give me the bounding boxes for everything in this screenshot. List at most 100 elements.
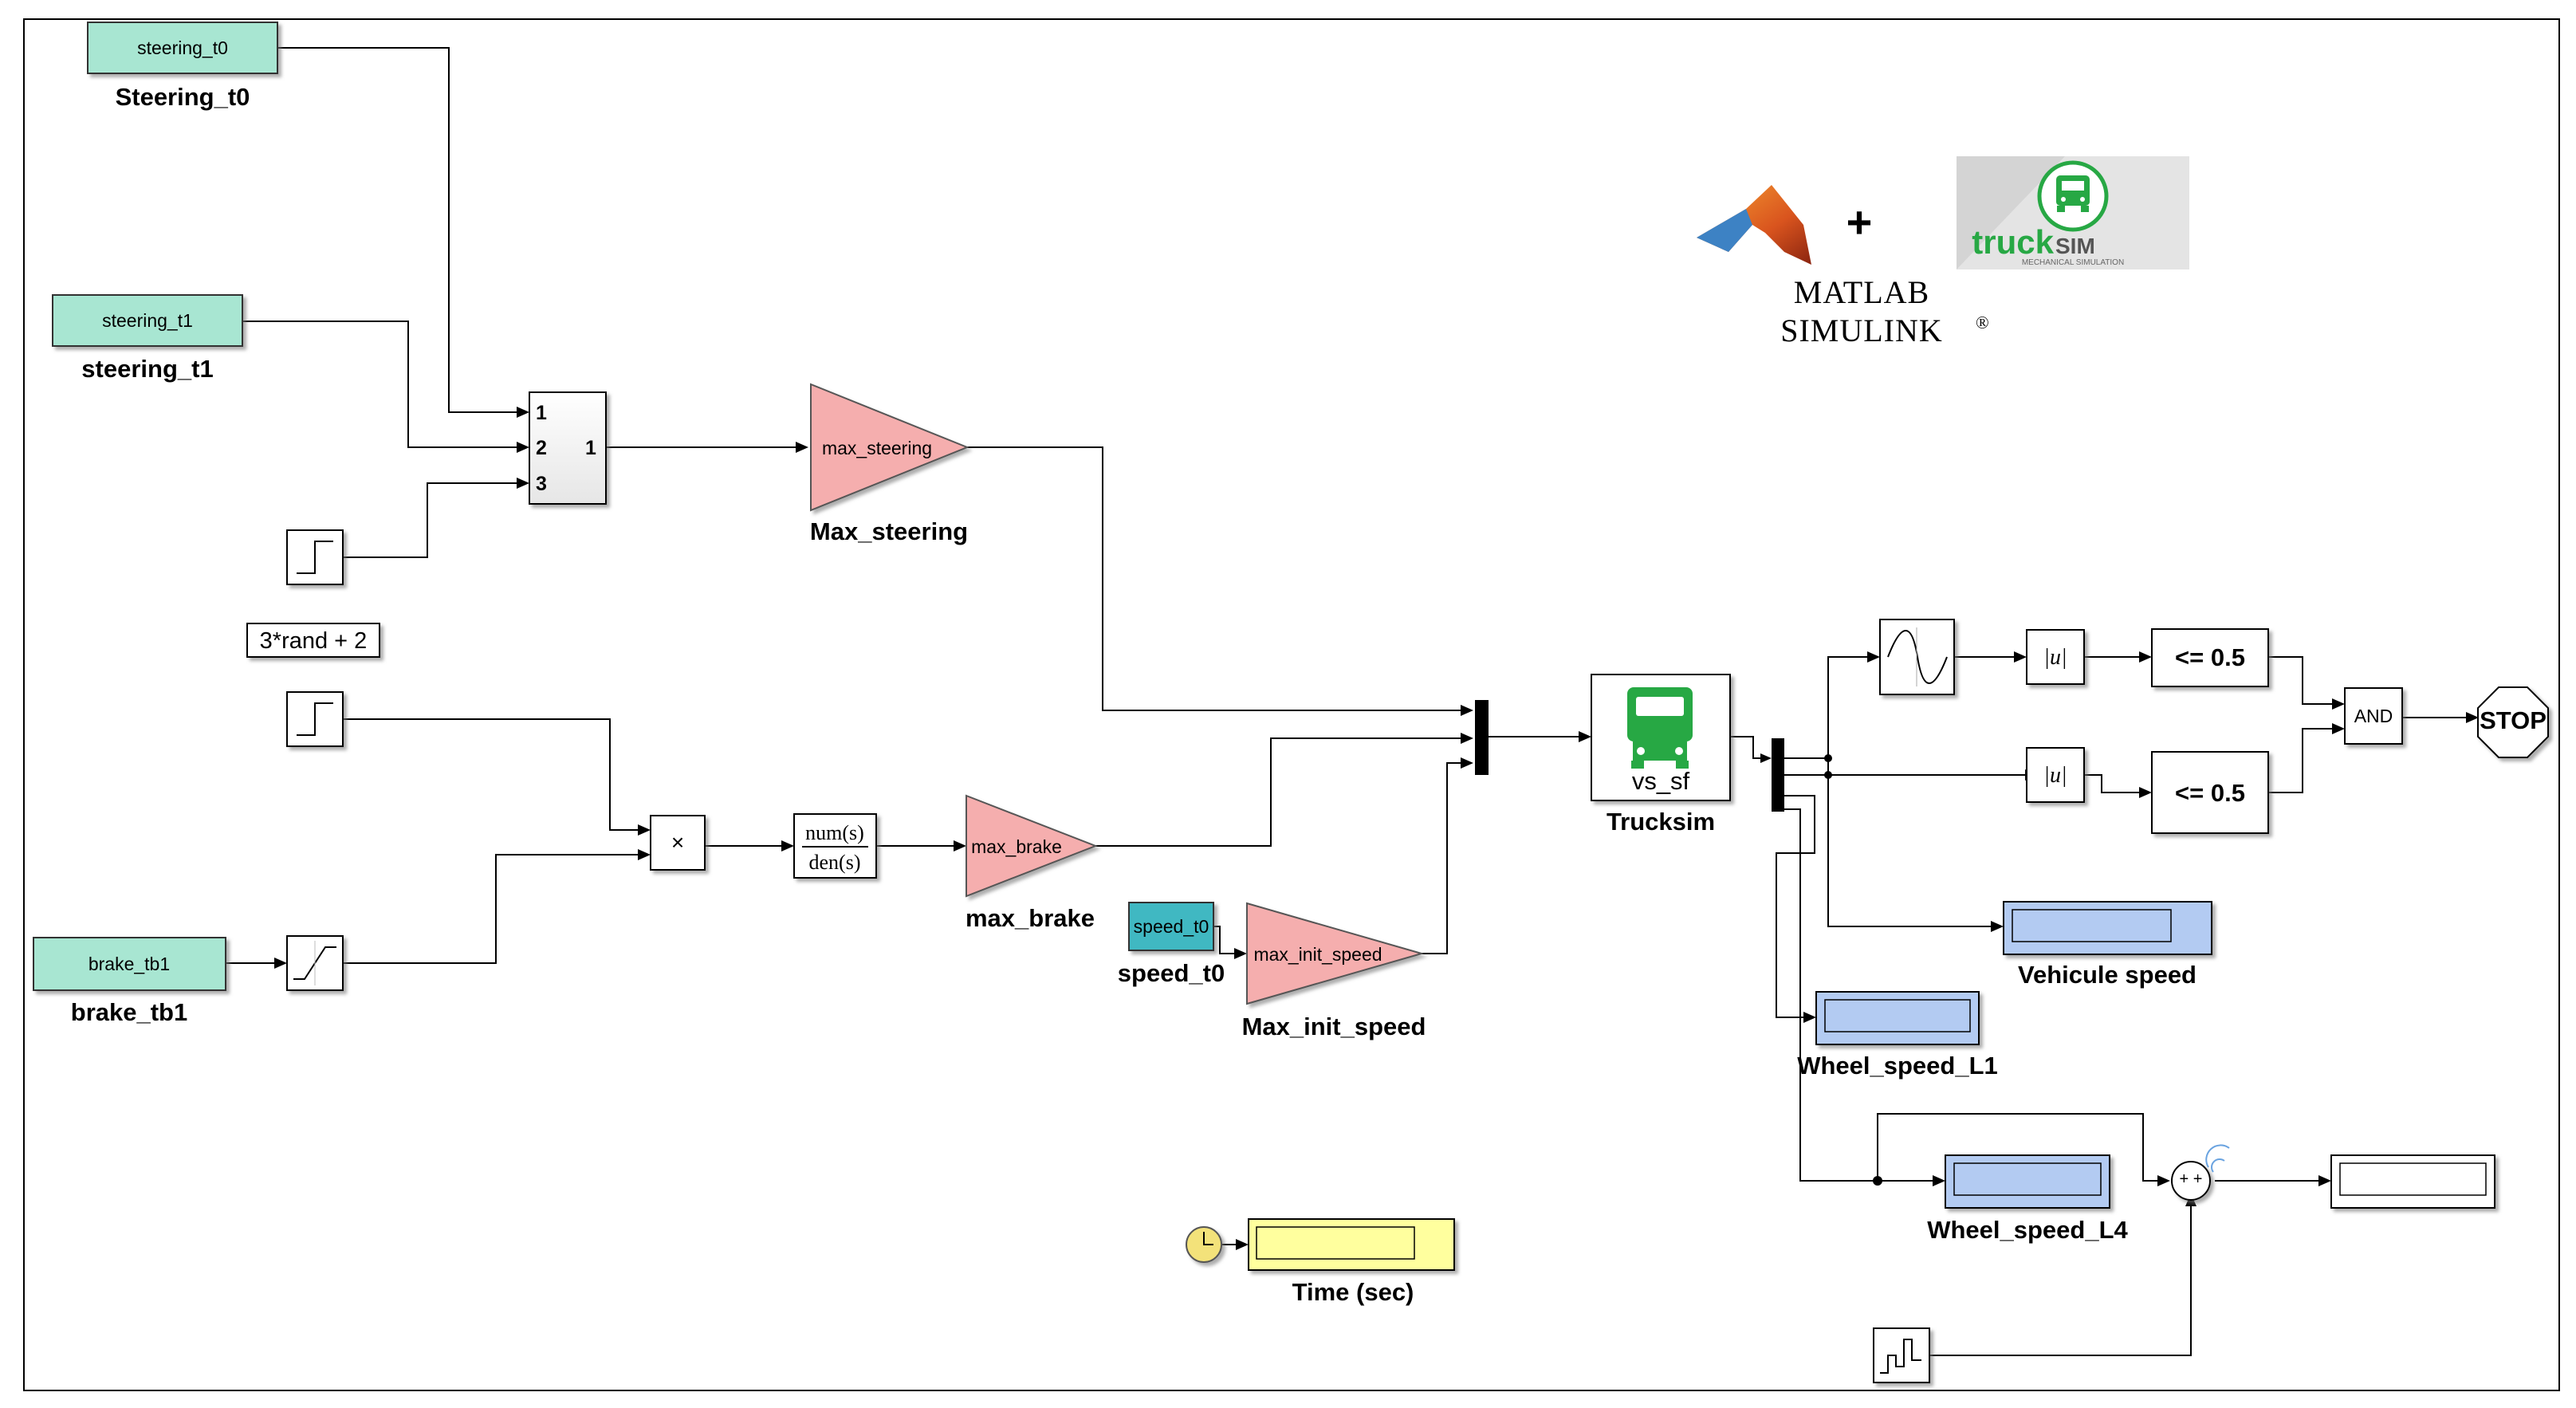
- speed-t0-text: speed_t0: [1134, 916, 1209, 937]
- random-source-block[interactable]: [1873, 1327, 1930, 1383]
- trucksim-sfunction-name: vs_sf: [1632, 767, 1690, 795]
- display-readout: [2012, 909, 2172, 942]
- product-symbol: ×: [671, 830, 684, 855]
- wire-cmp1-to-and[interactable]: [2268, 656, 2332, 705]
- steering-t1-label: steering_t1: [81, 355, 213, 383]
- display-readout: [1953, 1162, 2102, 1196]
- display-wheel-speed-l1[interactable]: [1815, 991, 1980, 1045]
- saturation-block[interactable]: [286, 935, 344, 991]
- from-block-steering-t1[interactable]: steering_t1: [52, 294, 243, 347]
- signal-lines: [226, 47, 2479, 1356]
- wire-step1[interactable]: [343, 482, 518, 558]
- compare-block-2[interactable]: <= 0.5: [2151, 751, 2269, 834]
- wire-steering-t0[interactable]: [277, 47, 518, 413]
- bus-creator[interactable]: [1475, 700, 1489, 775]
- steering-t1-text: steering_t1: [102, 310, 193, 331]
- gain-max-brake[interactable]: max_brake: [966, 794, 1098, 898]
- wire-saturation-to-product[interactable]: [343, 854, 638, 964]
- truck-icon: [1627, 687, 1693, 769]
- registered-mark: ®: [1976, 313, 1990, 332]
- wire-step2-to-product[interactable]: [343, 718, 638, 831]
- display-vehicle-speed[interactable]: [2003, 901, 2212, 955]
- matlab-logo: MATLAB SIMULINK ®: [1697, 185, 1990, 348]
- wire-abs2-to-cmp[interactable]: [2084, 774, 2139, 793]
- wire-steering-to-bus[interactable]: [967, 446, 1461, 711]
- sum-signs: + +: [2180, 1170, 2203, 1188]
- matlab-wordmark: MATLAB: [1794, 274, 1929, 310]
- compare-2-text: <= 0.5: [2175, 779, 2245, 807]
- steering-t0-text: steering_t0: [137, 37, 228, 58]
- model-frame: [23, 18, 2560, 1391]
- max-brake-label: max_brake: [966, 904, 1095, 932]
- display-time[interactable]: [1248, 1218, 1455, 1271]
- max-init-speed-label: Max_init_speed: [1242, 1013, 1426, 1040]
- gain-max-steering[interactable]: max_steering: [810, 383, 969, 512]
- tf-numerator: num(s): [805, 821, 864, 844]
- compare-block-1[interactable]: <= 0.5: [2151, 628, 2269, 687]
- wire-brake-to-bus[interactable]: [1095, 737, 1461, 847]
- time-label: Time (sec): [1292, 1278, 1414, 1306]
- wire-speed-to-gain[interactable]: [1213, 926, 1236, 954]
- bus-selector[interactable]: [1772, 738, 1784, 812]
- annotation-rand[interactable]: 3*rand + 2: [246, 623, 380, 658]
- max-init-speed-text: max_init_speed: [1253, 944, 1382, 965]
- compare-1-text: <= 0.5: [2175, 643, 2245, 671]
- abs-2-text: |u|: [2043, 763, 2067, 788]
- gain-max-init-speed[interactable]: max_init_speed: [1246, 902, 1425, 1005]
- display-readout: [2339, 1162, 2487, 1196]
- trucksim-tagline: MECHANICAL SIMULATION: [2022, 258, 2124, 267]
- wire-l4-to-sum[interactable]: [1877, 1113, 2159, 1182]
- trucksim-label: Trucksim: [1607, 808, 1715, 836]
- wire-steering-t1[interactable]: [242, 321, 518, 448]
- steering-t0-label: Steering_t0: [116, 83, 250, 111]
- from-block-speed-t0[interactable]: speed_t0: [1128, 902, 1214, 951]
- step-block-2[interactable]: [286, 691, 344, 747]
- display-readout: [1256, 1226, 1415, 1260]
- abs-1-text: |u|: [2043, 645, 2067, 670]
- display-sum-output[interactable]: [2330, 1154, 2495, 1209]
- wire-demux-out1[interactable]: [1784, 656, 1867, 759]
- abs-block-1[interactable]: |u|: [2026, 629, 2085, 685]
- max-brake-text: max_brake: [971, 836, 1062, 857]
- wire-random-to-sum[interactable]: [1929, 1205, 2192, 1356]
- wire-initspeed-to-bus[interactable]: [1422, 762, 1461, 954]
- brake-tb1-text: brake_tb1: [88, 954, 170, 974]
- sum-block[interactable]: + +: [2171, 1144, 2230, 1201]
- clock-block[interactable]: [1186, 1226, 1222, 1263]
- mux-block[interactable]: 1 2 3 1: [529, 391, 607, 505]
- step-icon: [297, 702, 333, 736]
- product-block[interactable]: ×: [650, 815, 706, 871]
- from-block-brake-tb1[interactable]: brake_tb1: [33, 937, 226, 991]
- wire-trucksim-to-demux[interactable]: [1730, 736, 1762, 759]
- abs-block-2[interactable]: |u|: [2026, 747, 2085, 803]
- wire-demux-out3[interactable]: [1776, 795, 1815, 1018]
- simulink-wordmark: SIMULINK: [1780, 313, 1943, 348]
- wire-demux-out1-branch[interactable]: [1827, 758, 1991, 927]
- trucksim-word-sim: SIM: [2055, 234, 2095, 258]
- mux-port-in2: 2: [536, 437, 547, 459]
- annotation-text: 3*rand + 2: [260, 628, 368, 654]
- step-block-1[interactable]: [286, 529, 344, 585]
- trucksim-logo: truck SIM MECHANICAL SIMULATION: [1957, 156, 2189, 269]
- logical-and-block[interactable]: AND: [2344, 687, 2403, 745]
- speed-t0-label: speed_t0: [1118, 959, 1225, 987]
- vehicle-speed-label: Vehicule speed: [2018, 961, 2196, 989]
- display-wheel-speed-l4[interactable]: [1945, 1154, 2110, 1209]
- and-text: AND: [2354, 706, 2393, 726]
- display-readout: [1824, 999, 1971, 1032]
- trucksim-block[interactable]: vs_sf: [1591, 674, 1731, 801]
- plus-sign: +: [1846, 197, 1873, 247]
- matlab-membrane-icon: [1697, 185, 1811, 265]
- max-steering-text: max_steering: [822, 438, 932, 458]
- wire-demux-out4[interactable]: [1784, 808, 1933, 1182]
- mux-port-out1: 1: [585, 437, 596, 459]
- mux-port-in3: 3: [536, 473, 547, 495]
- wire-cmp2-to-and[interactable]: [2268, 728, 2332, 793]
- stop-block[interactable]: STOP: [2477, 686, 2549, 758]
- wireless-icon: [2205, 1144, 2230, 1173]
- scope-block[interactable]: [1879, 619, 1955, 695]
- stop-text: STOP: [2480, 706, 2547, 734]
- transfer-function-block[interactable]: num(s) den(s): [793, 813, 877, 879]
- from-block-steering-t0[interactable]: steering_t0: [87, 22, 278, 74]
- tf-denominator: den(s): [809, 851, 861, 874]
